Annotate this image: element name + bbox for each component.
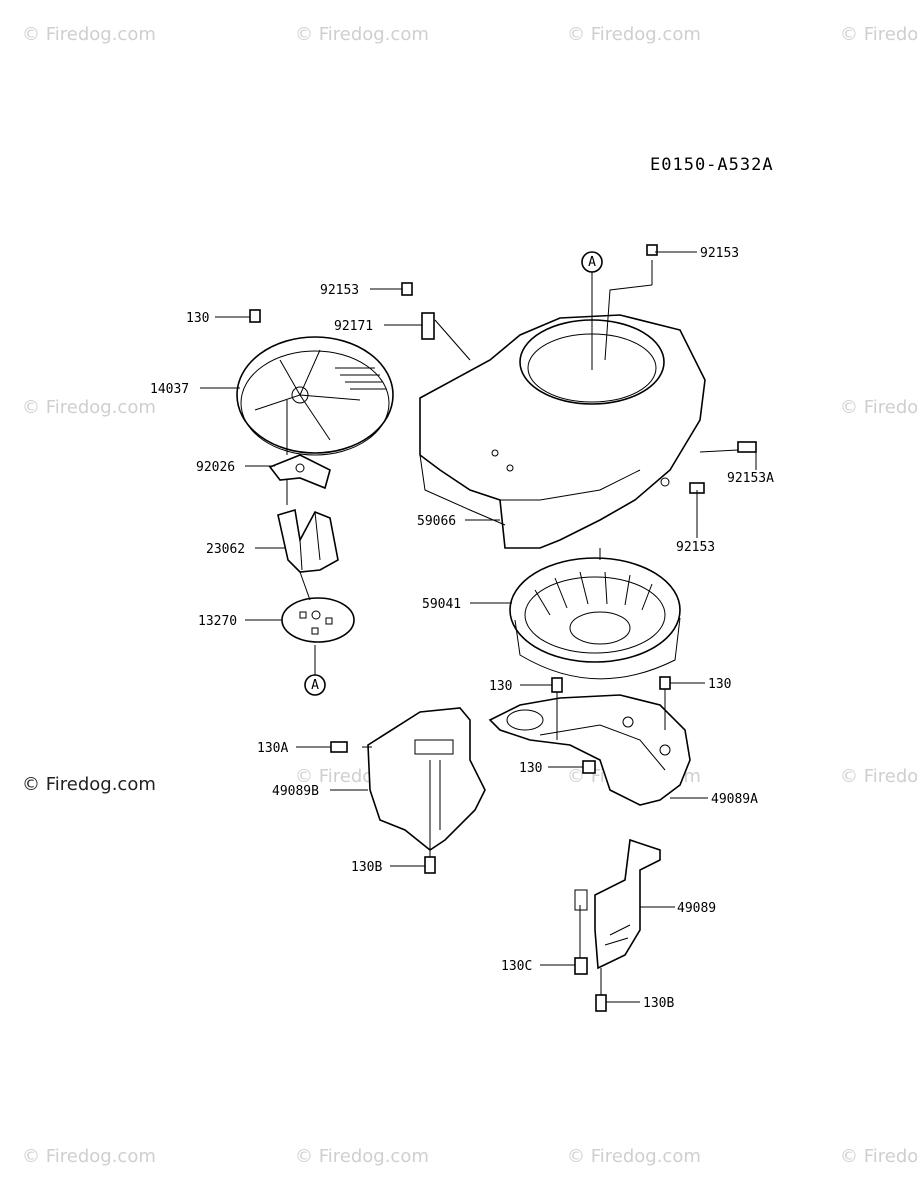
part-number-label: 92153A [727, 471, 774, 486]
watermark: © Firedog.com [567, 24, 701, 45]
part-number-label: 92153 [676, 540, 715, 555]
part-blower-housing-59066 [419, 314, 706, 549]
callout-a-label: A [588, 255, 596, 270]
part-number-label: 92153 [700, 246, 739, 261]
part-number-label: 130 [186, 311, 209, 326]
watermark: © Firedog.com [22, 24, 156, 45]
part-plate-13270 [281, 597, 355, 643]
watermark-layer: © Firedog.com © Firedog.com © Firedog.co… [22, 24, 917, 1167]
watermark: © Firedog.com [295, 24, 429, 45]
part-number-label: 14037 [150, 382, 189, 397]
bolt-icon [659, 676, 671, 690]
part-screen-14037 [236, 336, 394, 456]
bolt-icon [424, 856, 436, 874]
callout-a-label: A [311, 678, 319, 693]
part-shroud-49089B [367, 707, 486, 851]
part-plate-49089 [574, 838, 661, 970]
watermark: © Firedog.com [295, 1146, 429, 1167]
part-washer-92026 [268, 454, 331, 490]
bolt-icon [595, 994, 607, 1012]
part-number-label: 130 [708, 677, 731, 692]
watermark: © Firedog.com [840, 24, 917, 45]
bolt-icon [646, 244, 658, 256]
leader-lines [200, 251, 757, 1003]
part-number-label: 23062 [206, 542, 245, 557]
part-number-label: 49089 [677, 901, 716, 916]
part-labels: 92153 92153 130 92171 14037 92153A 92026… [150, 246, 774, 1011]
part-number-label: 13270 [198, 614, 237, 629]
part-number-label: 130B [643, 996, 674, 1011]
bolt-icon [737, 441, 757, 453]
bolt-icon [574, 957, 588, 975]
part-number-label: 130 [489, 679, 512, 694]
part-number-label: 59041 [422, 597, 461, 612]
part-shroud-49089A [488, 694, 691, 806]
watermark: © Firedog.com [840, 1146, 917, 1167]
part-number-label: 92171 [334, 319, 373, 334]
watermark: © Firedog.com [22, 1146, 156, 1167]
bolt-icon [249, 309, 261, 323]
part-fan-59041 [509, 557, 681, 680]
part-number-label: 130B [351, 860, 382, 875]
part-number-label: 130 [519, 761, 542, 776]
part-number-label: 130A [257, 741, 288, 756]
part-number-label: 130C [501, 959, 532, 974]
clip-icon [421, 312, 435, 340]
bolt-icon [551, 677, 563, 693]
part-number-label: 49089A [711, 792, 758, 807]
watermark: © Firedog.com [840, 397, 917, 418]
assembly-lines [286, 260, 666, 995]
diagram-code: E0150-A532A [650, 155, 774, 175]
watermark: © Firedog.com [840, 766, 917, 787]
callout-a-bottom: A [304, 674, 326, 696]
part-bracket-23062 [277, 508, 339, 573]
watermark: © Firedog.com [567, 1146, 701, 1167]
watermark: © Firedog.com [22, 774, 156, 795]
watermark: © Firedog.com [22, 397, 156, 418]
bolt-icon [330, 741, 348, 753]
bolt-icon [582, 760, 596, 774]
bolt-icons [249, 244, 757, 1012]
part-number-label: 59066 [417, 514, 456, 529]
callout-a-top: A [581, 251, 603, 273]
part-number-label: 92153 [320, 283, 359, 298]
part-number-label: 92026 [196, 460, 235, 475]
part-number-label: 49089B [272, 784, 319, 799]
bolt-icon [401, 282, 413, 296]
